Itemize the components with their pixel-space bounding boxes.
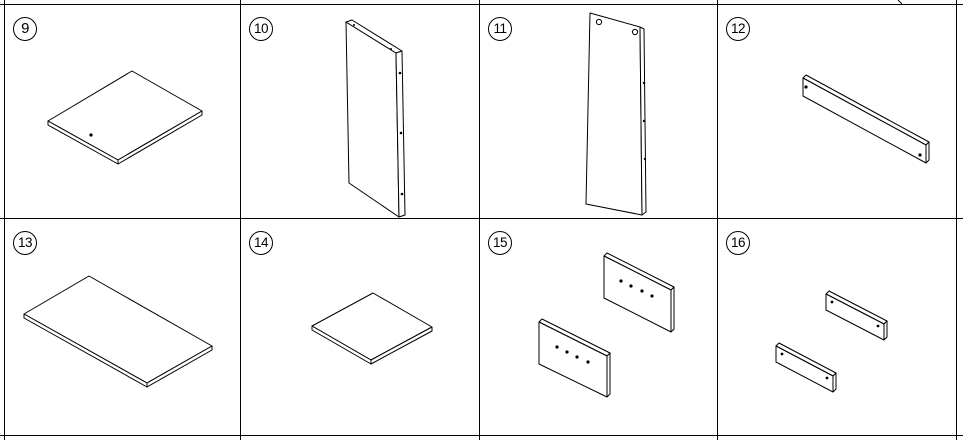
grid-line-bottom: [0, 435, 963, 437]
part-number-badge: 9: [13, 17, 37, 41]
part-cell-14: 14: [241, 219, 479, 435]
part-cell-12: 12: [718, 5, 956, 218]
part-number-badge: 10: [249, 17, 273, 41]
part-cell-13: 13: [5, 219, 240, 435]
drawer-fronts-drawing: [538, 252, 675, 398]
short-rails-drawing: [775, 290, 888, 393]
grid-line-col1: [240, 0, 242, 440]
part-cell-15: 15: [480, 219, 717, 435]
side-panel-drawing: [345, 19, 406, 218]
rail-drawing: [802, 74, 930, 164]
grid-line-middle: [0, 218, 963, 220]
part-cell-16: 16: [718, 219, 956, 435]
bottom-panel-drawing: [47, 70, 203, 165]
part-number-badge: 13: [13, 231, 37, 255]
grid-line-col3: [717, 0, 719, 440]
part-cell-9: 9: [5, 5, 240, 218]
side-panel-drawing: [585, 12, 647, 216]
part-number-badge: 11: [488, 17, 512, 41]
part-cell-11: 11: [480, 5, 717, 218]
part-number-badge: 14: [249, 231, 273, 255]
cut-off-mark: [897, 0, 903, 5]
grid-line-right: [956, 0, 958, 440]
part-cell-10: 10: [241, 5, 479, 218]
part-number-badge: 12: [726, 17, 750, 41]
shelf-drawing: [311, 292, 433, 365]
top-panel-drawing: [23, 275, 213, 388]
part-number-badge: 16: [726, 231, 750, 255]
grid-line-left: [4, 0, 6, 440]
grid-line-top: [0, 4, 963, 6]
grid-line-col2: [479, 0, 481, 440]
part-number-badge: 15: [488, 231, 512, 255]
